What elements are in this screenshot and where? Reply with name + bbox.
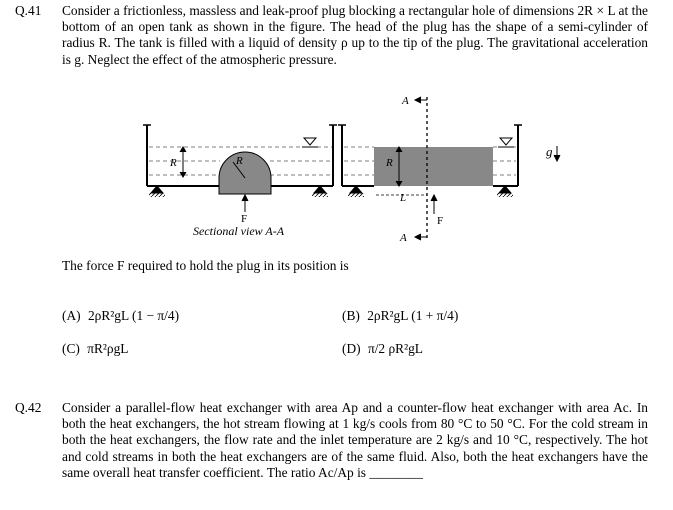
- option-b[interactable]: (B) 2ρR²gL (1 + π/4): [342, 308, 458, 324]
- option-c-expr: πR²ρgL: [87, 341, 129, 356]
- left-tank: [143, 124, 337, 212]
- option-d-label: (D): [342, 341, 361, 356]
- option-d-expr: π/2 ρR²gL: [367, 341, 423, 356]
- label-F-left: F: [241, 213, 247, 225]
- figure-caption: Sectional view A-A: [193, 224, 285, 238]
- option-b-expr: 2ρR²gL (1 + π/4): [367, 308, 459, 323]
- option-a-label: (A): [62, 308, 81, 323]
- right-tank: [338, 96, 561, 241]
- label-R-left: R: [169, 157, 177, 169]
- label-R-plug: R: [235, 155, 243, 167]
- option-a[interactable]: (A) 2ρR²gL (1 − π/4): [62, 308, 179, 324]
- question-number-42: Q.42: [15, 400, 42, 415]
- option-c-label: (C): [62, 341, 80, 356]
- question-41-prompt: The force F required to hold the plug in…: [62, 258, 349, 273]
- label-L: L: [399, 192, 406, 204]
- option-a-expr: 2ρR²gL (1 − π/4): [87, 308, 180, 323]
- label-R-right: R: [385, 157, 393, 169]
- label-A-top: A: [401, 95, 409, 107]
- label-g: g: [546, 144, 553, 159]
- option-b-label: (B): [342, 308, 360, 323]
- label-A-bottom: A: [399, 232, 407, 244]
- option-c[interactable]: (C) πR²ρgL: [62, 341, 128, 357]
- question-number-41: Q.41: [15, 3, 42, 18]
- question-42-text: Consider a parallel-flow heat exchanger …: [62, 400, 648, 480]
- label-F-right: F: [437, 215, 443, 227]
- question-41-text: Consider a frictionless, massless and le…: [62, 3, 648, 67]
- option-d[interactable]: (D) π/2 ρR²gL: [342, 341, 423, 357]
